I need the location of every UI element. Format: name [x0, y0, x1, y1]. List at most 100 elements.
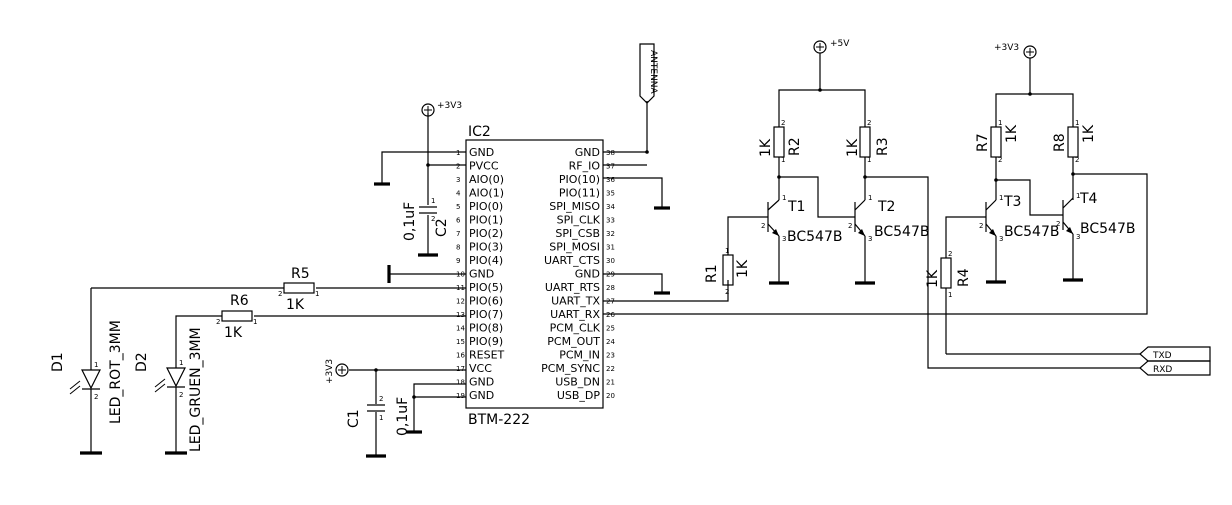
ic-value: BTM-222 — [468, 412, 530, 428]
ic-pin-right: SPI_CSB 32 — [555, 227, 615, 240]
ic-pin-label: GND — [469, 389, 494, 402]
ic-pin-number: 36 — [606, 176, 615, 184]
ic-pin-number: 9 — [456, 257, 460, 265]
ic-pin-left: GND 19 — [456, 389, 494, 402]
ic-pin-label: UART_TX — [551, 295, 600, 308]
ic-pin-left: AIO(0)3 — [456, 173, 504, 186]
d2-name: D2 — [134, 352, 150, 372]
t3-name: T3 — [1003, 194, 1021, 210]
r7-value: 1K — [1004, 124, 1020, 143]
svg-text:1: 1 — [867, 156, 871, 164]
svg-text:1: 1 — [868, 194, 872, 202]
ic-pin-number: 19 — [456, 392, 465, 400]
svg-text:1: 1 — [379, 414, 383, 422]
ic-pin-number: 33 — [606, 217, 615, 225]
svg-text:2: 2 — [848, 222, 852, 230]
t1-transistor: 1 2 3 T1 BC547B — [727, 194, 842, 285]
ic-pin-number: 2 — [456, 163, 460, 171]
ic-pin-left: PIO(6)12 — [456, 295, 503, 308]
supply-3v3-ic: +3V3 — [421, 101, 462, 117]
svg-text:1: 1 — [781, 156, 785, 164]
ic-pin-label: PIO(11) — [559, 187, 600, 200]
t1-name: T1 — [787, 199, 805, 215]
ic-pin-number: 32 — [606, 230, 615, 238]
svg-text:2: 2 — [998, 156, 1002, 164]
txd-connector: TXD — [1139, 346, 1211, 362]
t2-value: BC547B — [874, 224, 929, 240]
r8-name: R8 — [1052, 133, 1068, 152]
svg-text:1: 1 — [253, 318, 257, 326]
svg-text:2: 2 — [179, 391, 183, 399]
ic-pin-label: PCM_CLK — [550, 322, 601, 335]
antenna-connector: ANTENNA — [639, 43, 658, 104]
t4-name: T4 — [1079, 191, 1098, 207]
svg-text:2: 2 — [216, 318, 220, 326]
ic-pin-label: SPI_MOSI — [549, 241, 600, 254]
ic-pin-label: PCM_SYNC — [541, 362, 600, 375]
ic-pin-label: AIO(1) — [469, 187, 504, 200]
t3-transistor: 1 2 3 T3 BC547B — [945, 194, 1059, 284]
svg-text:2: 2 — [1075, 156, 1079, 164]
d2-value: LED_GRUEN_3MM — [188, 327, 204, 452]
supply-5v-label: +5V — [830, 39, 850, 49]
rxd-label: RXD — [1153, 365, 1172, 375]
r4-value: 1K — [925, 269, 941, 288]
ic-pin-left: PIO(0)5 — [456, 200, 503, 213]
ic-pin-label: UART_CTS — [544, 254, 600, 267]
ic-pin-number: 7 — [456, 230, 460, 238]
d1-led: 1 2 D1 LED_ROT_3MM — [50, 288, 124, 455]
ic-pin-label: USB_DP — [557, 389, 601, 402]
svg-text:1: 1 — [999, 194, 1003, 202]
ic-pin-label: PIO(10) — [559, 173, 600, 186]
ic-pin-label: PIO(3) — [469, 241, 503, 254]
c1-name: C1 — [346, 409, 362, 428]
ic-pin-label: GND — [575, 268, 600, 281]
ic-pin-number: 13 — [456, 311, 465, 319]
ic-pin-number: 31 — [606, 244, 615, 252]
r1-name: R1 — [704, 264, 720, 283]
ic-pin-left: PIO(4)9 — [456, 254, 503, 267]
supply-5v: +5V — [778, 39, 866, 127]
r8-value: 1K — [1081, 124, 1097, 143]
ic-pin-label: PIO(5) — [469, 281, 503, 294]
ic-pin-left: PIO(7)13 — [456, 308, 503, 321]
ic-pin-label: PIO(6) — [469, 295, 503, 308]
ic-pin-number: 22 — [606, 365, 615, 373]
svg-text:2: 2 — [948, 250, 952, 258]
ic-pin-number: 24 — [606, 338, 615, 346]
ic-pin-number: 38 — [606, 149, 615, 157]
ic-pin-number: 1 — [456, 149, 460, 157]
ic-pin-number: 8 — [456, 244, 460, 252]
r2-name: R2 — [787, 137, 803, 156]
ic-pin-label: PVCC — [469, 160, 499, 173]
ic-pin-number: 21 — [606, 379, 615, 387]
ic-pin-label: PIO(8) — [469, 322, 503, 335]
svg-text:3: 3 — [868, 235, 872, 243]
ic-pin-number: 26 — [606, 311, 615, 319]
ic-pin-label: PCM_IN — [559, 349, 600, 362]
r7-resistor: 1 2 R7 1K — [975, 119, 1020, 200]
r7-name: R7 — [975, 133, 991, 152]
r6-resistor: R6 1K 2 1 — [175, 293, 466, 368]
svg-text:1: 1 — [431, 197, 435, 205]
ic-pin-label: PIO(2) — [469, 227, 503, 240]
svg-text:2: 2 — [761, 222, 765, 230]
ic-pin-right: SPI_MOSI 31 — [549, 241, 615, 254]
ic-pin-left: PVCC 2 — [456, 160, 499, 173]
t2-transistor: 1 2 3 T2 BC547B — [848, 194, 929, 285]
svg-text:2: 2 — [867, 119, 871, 127]
antenna-label: ANTENNA — [648, 50, 658, 95]
supply-3v3-vcc-label: +3V3 — [325, 359, 335, 384]
t4-value: BC547B — [1080, 221, 1135, 237]
c2-value: 0,1uF — [402, 202, 418, 241]
ic-pin-label: SPI_CSB — [555, 227, 600, 240]
r2-value: 1K — [758, 138, 774, 157]
ic-pin-number: 4 — [456, 190, 461, 198]
ic-pin-label: GND — [469, 146, 494, 159]
